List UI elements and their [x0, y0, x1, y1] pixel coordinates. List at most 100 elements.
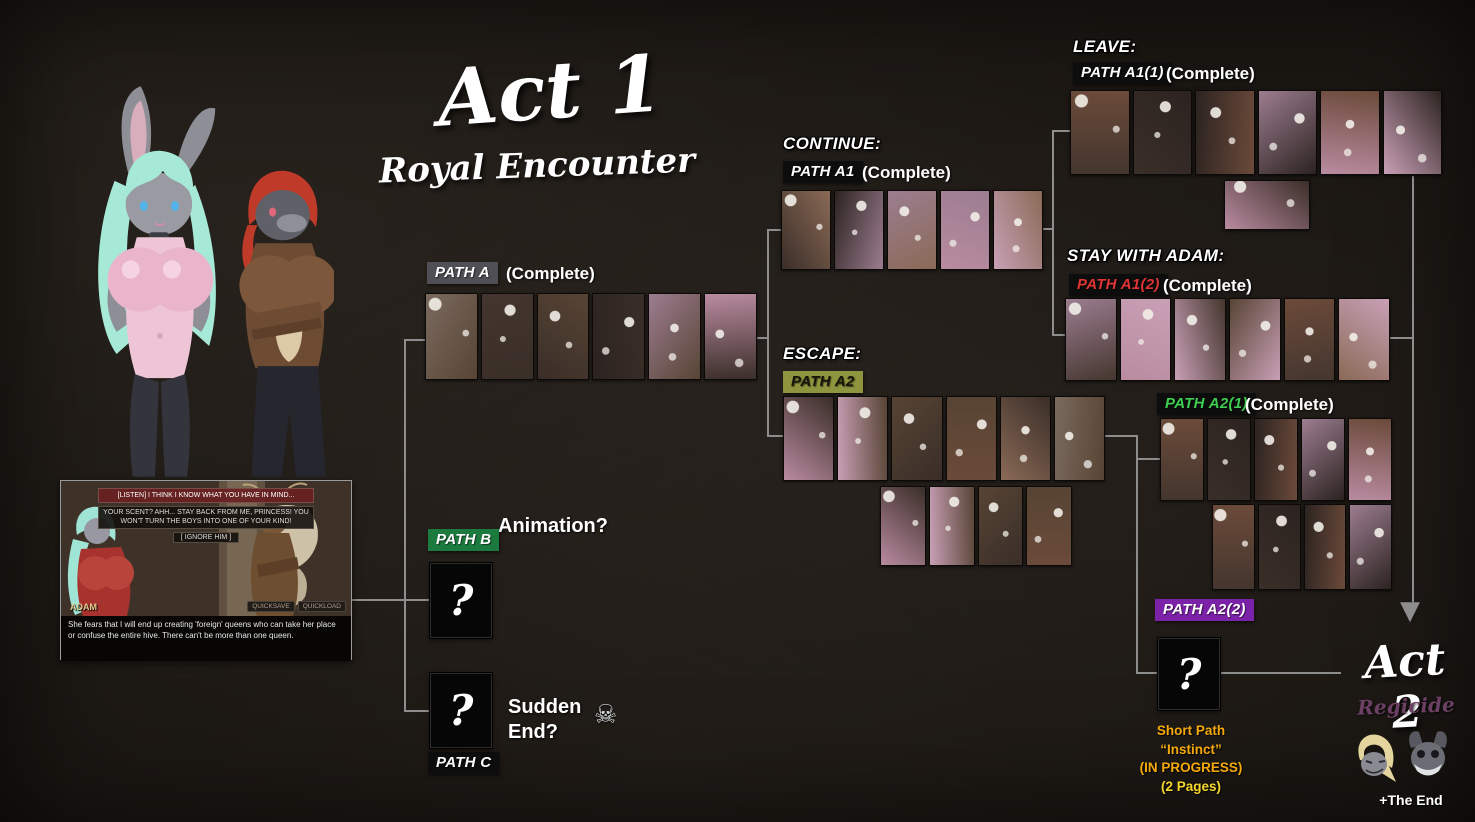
connector-line — [1052, 334, 1066, 336]
comic-page-thumbnail — [1132, 90, 1192, 175]
comic-page-thumbnail — [940, 190, 990, 270]
comic-page-thumbnail — [977, 486, 1024, 566]
path-a2-1-thumbnails-row1 — [1160, 418, 1392, 501]
comic-page-thumbnail — [1207, 418, 1251, 501]
comic-page-thumbnail — [1119, 298, 1172, 381]
question-mark: ? — [1176, 649, 1202, 699]
vn-screenshot: [LISTEN] I THINK I KNOW WHAT YOU HAVE IN… — [60, 480, 352, 661]
path-a-label: PATH A — [427, 262, 498, 284]
comic-page-thumbnail — [536, 293, 590, 380]
path-a1-2-label: PATH A1(2) — [1069, 274, 1168, 296]
comic-page-thumbnail — [1195, 90, 1255, 175]
path-a2-1-thumbnails-row2 — [1212, 504, 1392, 590]
comic-page-thumbnail — [1065, 298, 1117, 381]
comic-page-thumbnail — [1320, 90, 1380, 175]
vn-menu-option-3[interactable]: [ IGNORE HIM ] — [172, 532, 240, 543]
comic-page-thumbnail — [1160, 418, 1204, 501]
connector-line — [767, 229, 769, 437]
path-b-label: PATH B — [428, 529, 500, 551]
path-b-note: Animation? — [498, 515, 608, 537]
connector-line — [404, 339, 427, 341]
comic-page-thumbnail — [1053, 396, 1106, 481]
comic-page-thumbnail — [1338, 298, 1391, 381]
path-a2-1-status: (Complete) — [1245, 395, 1334, 414]
the-end-label: +The End — [1379, 792, 1443, 808]
skull-icon: ☠ — [594, 700, 618, 730]
comic-page-thumbnail — [999, 396, 1051, 481]
vn-choice-menu: [LISTEN] I THINK I KNOW WHAT YOU HAVE IN… — [98, 488, 314, 543]
comic-page-thumbnail — [1224, 180, 1310, 230]
comic-page-thumbnail — [781, 190, 831, 270]
vn-quick-buttons: QUICKSAVE QUICKLOAD — [247, 601, 346, 612]
path-a1-label: PATH A1 — [783, 161, 863, 183]
act1-subtitle: Royal Encounter — [378, 140, 696, 192]
comic-page-thumbnail — [783, 396, 835, 481]
connector-line — [1105, 435, 1138, 437]
vn-menu-option-2[interactable]: YOUR SCENT? AHH... STAY BACK FROM ME, PR… — [98, 506, 314, 529]
path-a1-1-status: (Complete) — [1166, 64, 1255, 83]
branch-header-continue: CONTINUE: — [783, 134, 882, 153]
connector-line — [1412, 176, 1414, 602]
comic-page-thumbnail — [1257, 504, 1301, 590]
connector-line — [1136, 672, 1159, 674]
comic-page-thumbnail — [1070, 90, 1130, 175]
comic-page-thumbnail — [993, 190, 1043, 270]
comic-page-thumbnail — [891, 396, 943, 481]
short-path-line: (2 Pages) — [1160, 778, 1222, 794]
path-a2-2-label: PATH A2(2) — [1155, 599, 1254, 621]
connector-line — [1042, 228, 1054, 230]
vn-speaker-name: ADAM — [70, 602, 97, 612]
comic-page-thumbnail — [1382, 90, 1442, 175]
comic-page-thumbnail — [1229, 298, 1281, 381]
connector-line — [1221, 672, 1341, 674]
path-a2-2-placeholder: ? — [1158, 638, 1220, 710]
path-a-thumbnails — [425, 293, 757, 380]
comic-page-thumbnail — [648, 293, 702, 380]
arrow-down-icon: ▼ — [1400, 596, 1420, 626]
path-c-placeholder: ? — [430, 673, 492, 748]
comic-page-thumbnail — [928, 486, 975, 566]
path-a1-1-label: PATH A1(1) — [1073, 62, 1172, 84]
branch-header-leave: LEAVE: — [1073, 37, 1137, 56]
comic-page-thumbnail — [1301, 418, 1345, 501]
path-b-placeholder: ? — [430, 563, 492, 638]
main-characters-art — [98, 86, 334, 477]
act2-character-2-avatar — [1409, 731, 1447, 776]
comic-page-thumbnail — [1026, 486, 1072, 566]
path-a1-thumbnails — [781, 190, 1043, 270]
vn-menu-option-1[interactable]: [LISTEN] I THINK I KNOW WHAT YOU HAVE IN… — [98, 488, 314, 503]
act2-title: Act 2 — [1362, 633, 1447, 739]
comic-page-thumbnail — [887, 190, 937, 270]
act2-character-1-avatar — [1358, 734, 1396, 782]
quicksave-button[interactable]: QUICKSAVE — [247, 601, 295, 612]
connector-line — [767, 229, 781, 231]
connector-line — [352, 599, 430, 601]
comic-page-thumbnail — [880, 486, 926, 566]
quickload-button[interactable]: QUICKLOAD — [297, 601, 346, 612]
comic-page-thumbnail — [837, 396, 889, 481]
connector-line — [757, 337, 769, 339]
path-a2-label: PATH A2 — [783, 371, 863, 393]
connector-line — [404, 339, 406, 712]
connector-line — [1390, 337, 1414, 339]
path-a2-thumbnails-row2 — [880, 486, 1072, 566]
connector-line — [1052, 130, 1054, 336]
comic-page-thumbnail — [834, 190, 884, 270]
path-a1-status: (Complete) — [862, 163, 951, 182]
comic-page-thumbnail — [1212, 504, 1255, 590]
connector-line — [1136, 435, 1138, 674]
act2-subtitle: Regicide — [1356, 692, 1456, 720]
path-a2-thumbnails-row1 — [783, 396, 1106, 481]
comic-page-thumbnail — [704, 293, 757, 380]
connector-line — [1136, 458, 1161, 460]
comic-page-thumbnail — [1174, 298, 1227, 381]
comic-page-thumbnail — [1349, 504, 1392, 590]
path-a1-1-thumbnails — [1070, 90, 1442, 175]
vn-scene-art — [61, 481, 351, 616]
comic-page-thumbnail — [1283, 298, 1336, 381]
path-a1-2-thumbnails — [1065, 298, 1391, 381]
path-c-label: PATH C — [428, 752, 500, 774]
path-a-status: (Complete) — [506, 264, 595, 283]
question-mark: ? — [448, 576, 474, 625]
path-a1-2-status: (Complete) — [1163, 276, 1252, 295]
